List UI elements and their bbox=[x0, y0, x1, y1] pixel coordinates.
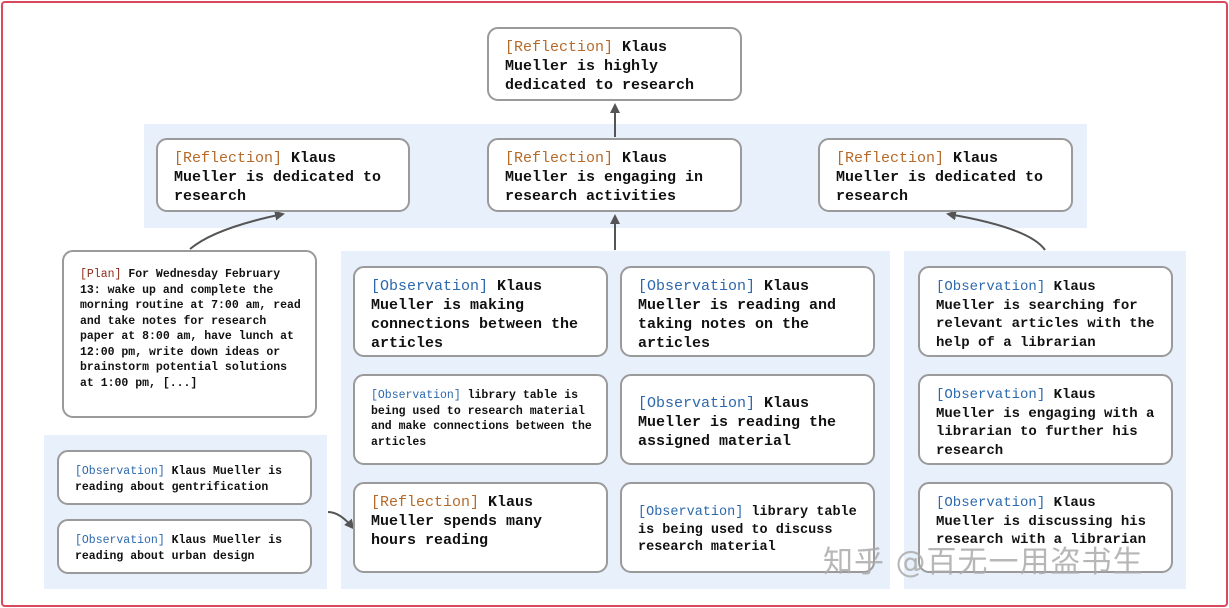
observation-tag: [Observation] bbox=[371, 389, 461, 402]
reflection-right-node: [Reflection] Klaus Mueller is dedicated … bbox=[818, 138, 1073, 212]
node-text: Klaus Mueller is highly dedicated to res… bbox=[505, 39, 695, 94]
arrow-right-obs-to-right bbox=[946, 210, 1046, 251]
observation-tag: [Observation] bbox=[75, 465, 165, 478]
arrow-left-obs-to-hours bbox=[327, 511, 355, 530]
plan-node: [Plan] For Wednesday February 13: wake u… bbox=[62, 250, 317, 418]
node-text: Klaus Mueller is reading about urban des… bbox=[75, 534, 283, 563]
obs-library-table-discuss-node: [Observation] library table is being use… bbox=[620, 482, 875, 573]
obs-gentrification-node: [Observation] Klaus Mueller is reading a… bbox=[57, 450, 312, 505]
node-text: Klaus Mueller is engaging in research ac… bbox=[505, 150, 704, 205]
obs-reading-notes-node: [Observation] Klaus Mueller is reading a… bbox=[620, 266, 875, 357]
obs-connections-node: [Observation] Klaus Mueller is making co… bbox=[353, 266, 608, 357]
reflection-tag: [Reflection] bbox=[836, 150, 945, 167]
plan-tag: [Plan] bbox=[80, 268, 122, 281]
obs-urban-design-node: [Observation] Klaus Mueller is reading a… bbox=[57, 519, 312, 574]
observation-tag: [Observation] bbox=[371, 278, 489, 295]
observation-tag: [Observation] bbox=[75, 534, 165, 547]
reflection-tag: [Reflection] bbox=[505, 150, 614, 167]
node-text: For Wednesday February 13: wake up and c… bbox=[80, 268, 301, 390]
node-text: Klaus Mueller is dedicated to research bbox=[836, 150, 1044, 205]
node-text: library table is being used to discuss r… bbox=[638, 505, 857, 555]
reflection-tag: [Reflection] bbox=[174, 150, 283, 167]
obs-assigned-material-node: [Observation] Klaus Mueller is reading t… bbox=[620, 374, 875, 465]
watermark: 知乎 @百无一用盗书生 bbox=[823, 545, 1144, 580]
reflection-center-node: [Reflection] Klaus Mueller is engaging i… bbox=[487, 138, 742, 212]
node-text: Klaus Mueller is reading the assigned ma… bbox=[638, 395, 837, 450]
obs-discussing-research-node: [Observation] Klaus Mueller is discussin… bbox=[918, 482, 1173, 573]
node-text: Klaus Mueller is engaging with a librari… bbox=[936, 387, 1155, 459]
node-text: Klaus Mueller is reading and taking note… bbox=[638, 278, 837, 352]
node-text: Klaus Mueller spends many hours reading bbox=[371, 494, 543, 549]
arrow-plan-to-left bbox=[189, 210, 285, 250]
obs-library-table-connections-node: [Observation] library table is being use… bbox=[353, 374, 608, 465]
node-text: library table is being used to research … bbox=[371, 389, 592, 449]
node-text: Klaus Mueller is searching for relevant … bbox=[936, 279, 1155, 351]
node-text: Klaus Mueller is discussing his research… bbox=[936, 495, 1147, 548]
top-reflection-node: [Reflection] Klaus Mueller is highly ded… bbox=[487, 27, 742, 101]
observation-tag: [Observation] bbox=[936, 279, 1046, 295]
observation-tag: [Observation] bbox=[936, 495, 1046, 511]
reflection-hours-reading-node: [Reflection] Klaus Mueller spends many h… bbox=[353, 482, 608, 573]
observation-tag: [Observation] bbox=[638, 278, 756, 295]
reflection-tag: [Reflection] bbox=[505, 39, 614, 56]
obs-engaging-librarian-node: [Observation] Klaus Mueller is engaging … bbox=[918, 374, 1173, 465]
node-text: Klaus Mueller is making connections betw… bbox=[371, 278, 579, 352]
observation-tag: [Observation] bbox=[936, 387, 1046, 403]
reflection-left-node: [Reflection] Klaus Mueller is dedicated … bbox=[156, 138, 410, 212]
obs-searching-articles-node: [Observation] Klaus Mueller is searching… bbox=[918, 266, 1173, 357]
observation-tag: [Observation] bbox=[638, 395, 756, 412]
node-text: Klaus Mueller is dedicated to research bbox=[174, 150, 382, 205]
reflection-tag: [Reflection] bbox=[371, 494, 480, 511]
node-text: Klaus Mueller is reading about gentrific… bbox=[75, 465, 283, 494]
observation-tag: [Observation] bbox=[638, 505, 744, 520]
